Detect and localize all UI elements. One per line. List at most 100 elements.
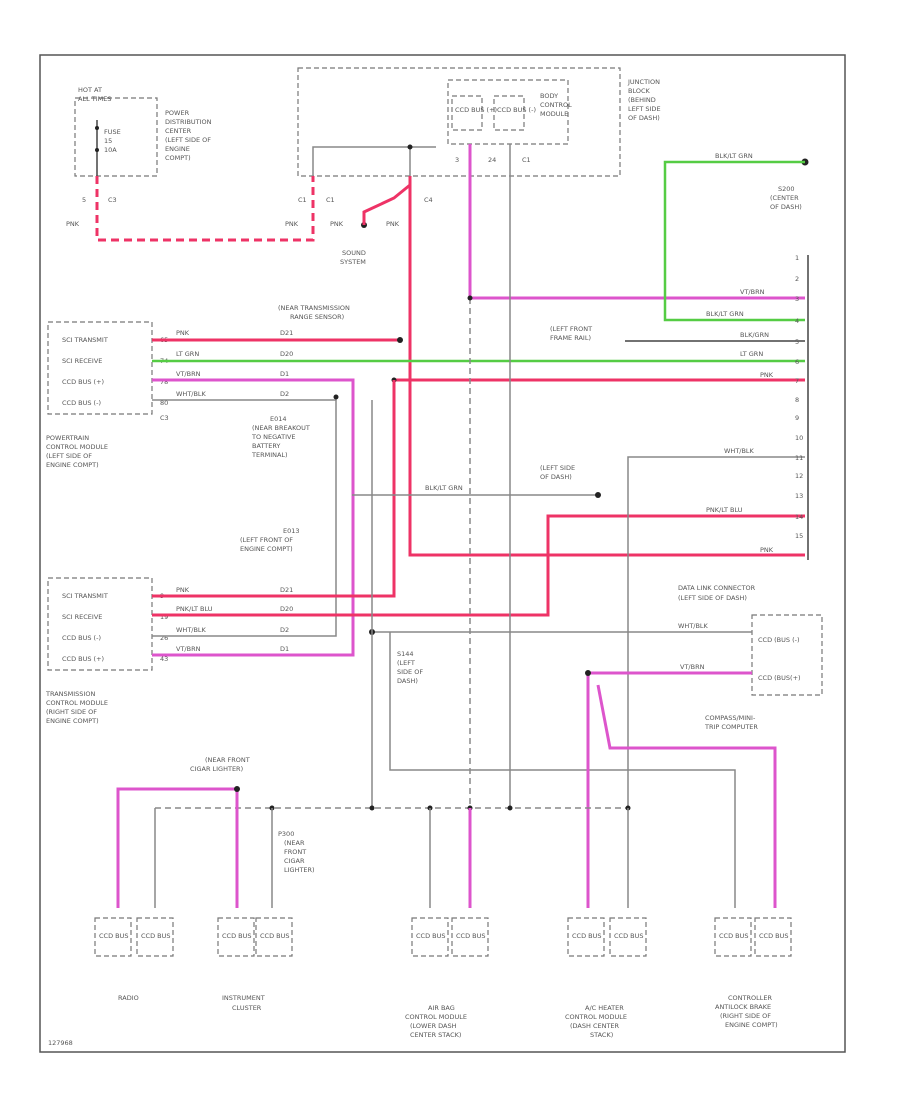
abs-label-2: ANTILOCK BRAKE	[715, 1003, 771, 1011]
wire-tcm-sci-transmit	[152, 380, 396, 598]
abs-cell-minus-label: CCD BUS	[719, 932, 749, 940]
figure-id: 127968	[48, 1039, 73, 1047]
wire-label-pcm-d20: D20	[280, 350, 293, 358]
sound-system-label-2: SYSTEM	[340, 258, 366, 266]
junction-label-2: BLOCK	[628, 87, 651, 95]
radio-cell-plus	[94, 917, 132, 957]
bcm-label-1: BODY	[540, 92, 558, 100]
wire-s200-whtblk	[627, 456, 805, 808]
wire-label-jb-pnk: PNK	[285, 220, 299, 228]
bcm-label-3: MODULE	[540, 110, 568, 118]
dlc-cell-2: CCD (BUS(+)	[758, 674, 801, 682]
cluster-cell-plus-label: CCD BUS	[222, 932, 252, 940]
wire-pcm-ccd-minus	[152, 399, 337, 637]
s200-pin-10: 10	[795, 434, 803, 442]
s200-pin-11: 11	[795, 454, 803, 462]
radio-label: RADIO	[118, 994, 139, 1002]
splice-p-label-1: P300	[278, 830, 294, 838]
fuse-label-1: FUSE	[104, 128, 121, 136]
heater-cell-minus	[609, 917, 647, 957]
wire-green-s200-top	[663, 160, 805, 322]
node-bcm-plus	[467, 295, 473, 301]
wire-label-pcm-d1: D1	[280, 370, 289, 378]
wire-dlc-ccd-plus	[586, 671, 752, 908]
heater-label-1: A/C HEATER	[585, 1004, 624, 1012]
abs-label-4: ENGINE COMPT)	[725, 1021, 778, 1029]
airbag-label-3: (LOWER DASH	[410, 1022, 457, 1030]
compass-label-2: TRIP COMPUTER	[704, 723, 758, 731]
s200-pin-3: 3	[795, 295, 799, 303]
fuse-label-2: 15	[104, 137, 112, 145]
pcm-row-3: CCD BUS (+)	[62, 378, 104, 386]
tcm-row-4: CCD BUS (+)	[62, 655, 104, 663]
pcm-row-4: CCD BUS (-)	[62, 399, 101, 407]
tcm-label-4: ENGINE COMPT)	[46, 717, 99, 725]
bcm-pin-c1: C1	[522, 156, 531, 164]
pcm-label-4: ENGINE COMPT)	[46, 461, 99, 469]
pdc-label-6: COMPT)	[165, 154, 191, 162]
airbag-label-2: CONTROL MODULE	[405, 1013, 467, 1021]
wire-label-pcm-d2: D2	[280, 390, 289, 398]
s200-pin-2: 2	[795, 275, 799, 283]
junction-pin-c1b: C1	[326, 196, 335, 204]
junction-node	[407, 144, 413, 150]
compass-label-1: COMPASS/MINI-	[705, 714, 756, 722]
airbag-cell-minus	[411, 917, 449, 957]
pdc-hot-label-1: HOT AT	[78, 86, 102, 94]
pcm-label-2: CONTROL MODULE	[46, 443, 108, 451]
bcm-box	[447, 79, 569, 145]
wire-label-s200-blkgrn: BLK/GRN	[740, 331, 769, 339]
powertrain-control-module: SCI TRANSMIT SCI RECEIVE CCD BUS (+) CCD…	[46, 321, 169, 469]
cluster-cell-plus	[217, 917, 255, 957]
pdc-label-3: CENTER	[165, 127, 192, 135]
abs-label-1: CONTROLLER	[728, 994, 772, 1002]
junction-label-4: LEFT SIDE	[628, 105, 661, 113]
s200-pin-5: 5	[795, 338, 799, 346]
abs-cell-minus	[714, 917, 752, 957]
wire-label-pdc-pnk: PNK	[66, 220, 80, 228]
wire-abs-ccd-plus	[596, 684, 777, 908]
tcm-pin-43: 43	[160, 655, 168, 663]
radio-cell-plus-label: CCD BUS	[99, 932, 129, 940]
module-ac-heater: CCD BUS CCD BUS A/C HEATER CONTROL MODUL…	[565, 917, 647, 1039]
junction-pin-c1a: C1	[298, 196, 307, 204]
splice-p-label-2: (NEAR	[284, 839, 305, 847]
airbag-label-1: AIR BAG	[428, 1004, 455, 1012]
module-instrument-cluster: CCD BUS CCD BUS INSTRUMENT CLUSTER	[217, 917, 293, 1012]
bcm-label-2: CONTROL	[540, 101, 572, 109]
bcm-pin-3: 3	[455, 156, 459, 164]
wire-label-tcm-d21: D21	[280, 586, 293, 594]
splice-e013-label-1: E013	[283, 527, 300, 535]
splice-p-label-3: FRONT	[284, 848, 306, 856]
wire-label-s200-pnk: PNK	[760, 546, 774, 554]
splice-dash-label-2: OF DASH)	[540, 473, 572, 481]
wire-label-s200-top: BLK/LT GRN	[715, 152, 753, 160]
tcm-box	[47, 577, 153, 671]
pcm-row-2: SCI RECEIVE	[62, 357, 102, 365]
s200-label-2: (CENTER	[770, 194, 799, 202]
wire-pdc-feed	[95, 176, 315, 242]
heater-cell-plus	[567, 917, 605, 957]
dlc-cell-1: CCD (BUS (-)	[758, 636, 800, 644]
wire-label-sound-pnk-1: PNK	[330, 220, 344, 228]
wire-label-tcm-whtblk: WHT/BLK	[176, 626, 207, 634]
tcm-label-1: TRANSMISSION	[45, 690, 95, 698]
wire-pnk-main-vertical	[408, 176, 805, 557]
s200-pin-15: 15	[795, 532, 803, 540]
wire-label-s200-pnkltblu: PNK/LT BLU	[706, 506, 743, 514]
pdc-box	[74, 97, 158, 177]
wire-label-tcm-pnk: PNK	[176, 586, 190, 594]
splice-p-label-4: CIGAR	[284, 857, 305, 865]
s200-pin-13: 13	[795, 492, 803, 500]
splice-e014-label-4: BATTERY	[252, 442, 280, 450]
splice-p-label-5: LIGHTER)	[284, 866, 315, 874]
fuse-terminal-bottom	[95, 148, 99, 152]
tcm-pin-19: 19	[160, 613, 168, 621]
wire-label-pcm-pnk: PNK	[176, 329, 190, 337]
pdc-label-4: (LEFT SIDE OF	[165, 136, 211, 144]
airbag-cell-plus	[451, 917, 489, 957]
s200-pin-4: 4	[795, 317, 799, 325]
s200-pin-6: 6	[795, 358, 799, 366]
heater-label-2: CONTROL MODULE	[565, 1013, 627, 1021]
